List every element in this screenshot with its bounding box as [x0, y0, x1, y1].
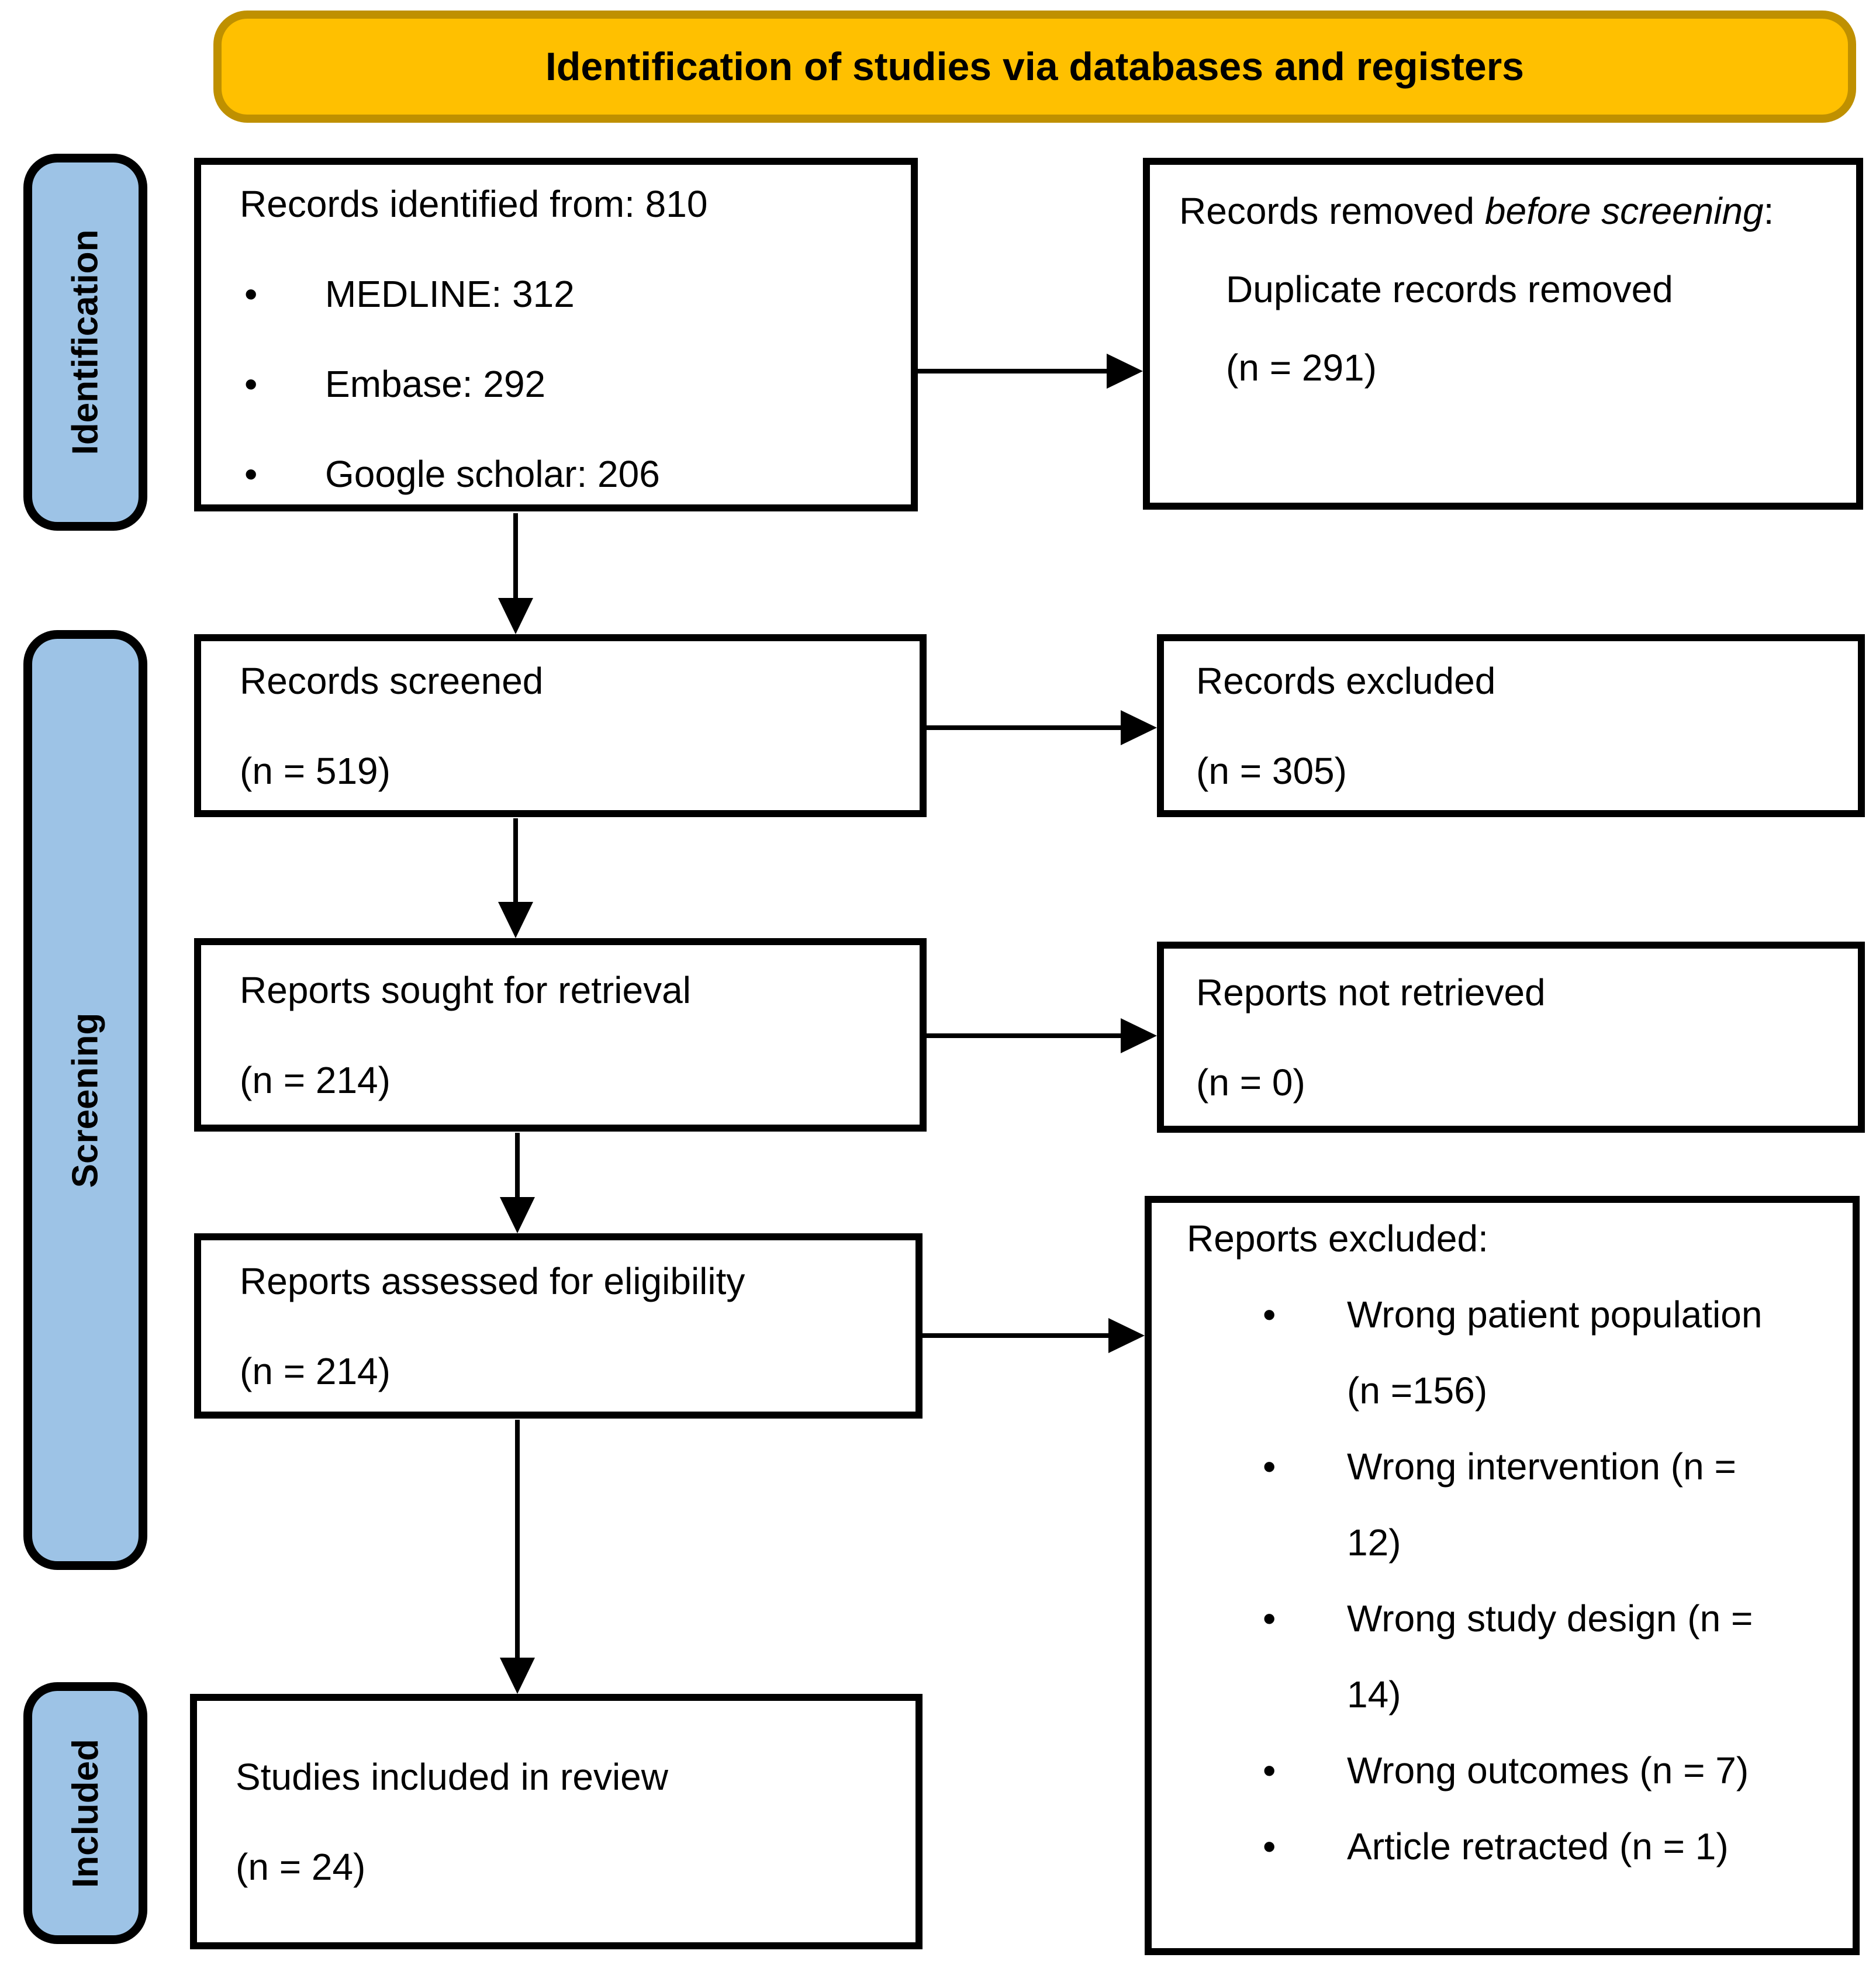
arrow-head-icon: [1121, 710, 1157, 745]
bullet-icon: •: [244, 453, 258, 495]
records-excluded-label: Records excluded: [1196, 659, 1496, 702]
reports-assessed-box: Reports assessed for eligibility (n = 21…: [194, 1233, 923, 1419]
stage-label-screening-text: Screening: [65, 1012, 106, 1188]
reports-excluded-item-wrong-outcomes: • Wrong outcomes (n = 7): [1187, 1749, 1847, 1792]
bullet-icon: •: [1263, 1445, 1276, 1488]
bullet-text: Wrong study design (n =: [1347, 1597, 1753, 1640]
records-identified-box: Records identified from: 810 • MEDLINE: …: [194, 158, 918, 511]
arrow-stem: [923, 1333, 1108, 1338]
studies-included-count: (n = 24): [236, 1845, 366, 1888]
reports-excluded-item-article-retracted: • Article retracted (n = 1): [1187, 1825, 1847, 1868]
arrow-head-icon: [500, 1197, 535, 1233]
reports-not-retrieved-count: (n = 0): [1196, 1061, 1305, 1104]
reports-sought-label: Reports sought for retrieval: [240, 969, 691, 1011]
records-removed-box: Records removed before screening: Duplic…: [1143, 158, 1863, 510]
bullet-icon: •: [1263, 1825, 1276, 1867]
records-identified-bullet-google-scholar: • Google scholar: 206: [240, 452, 905, 496]
reports-excluded-title: Reports excluded:: [1187, 1218, 1488, 1260]
reports-not-retrieved-box: Reports not retrieved (n = 0): [1157, 942, 1865, 1133]
arrow-stem: [513, 818, 518, 902]
reports-excluded-item-wrong-population-count: (n =156): [1347, 1369, 1488, 1412]
arrow-head-icon: [498, 598, 533, 634]
arrow-stem: [515, 1133, 520, 1197]
records-removed-count: (n = 291): [1226, 347, 1377, 389]
records-identified-bullet-medline: • MEDLINE: 312: [240, 272, 905, 316]
reports-excluded-item-wrong-design-count: 14): [1347, 1673, 1401, 1715]
bullet-icon: •: [1263, 1749, 1276, 1791]
stage-label-included: Included: [23, 1682, 147, 1944]
bullet-icon: •: [244, 273, 258, 315]
stage-label-identification: Identification: [23, 154, 147, 531]
arrow-stem: [918, 369, 1107, 373]
reports-excluded-item-wrong-intervention-count: 12): [1347, 1521, 1401, 1564]
bullet-text: Article retracted (n = 1): [1347, 1825, 1729, 1867]
bullet-text: Wrong intervention (n =: [1347, 1445, 1736, 1488]
records-removed-title-italic: before screening: [1484, 190, 1764, 232]
records-removed-duplicates: Duplicate records removed: [1226, 268, 1673, 310]
bullet-text: Google scholar: 206: [325, 453, 660, 495]
bullet-icon: •: [1263, 1293, 1276, 1336]
records-removed-title: Records removed before screening:: [1179, 189, 1850, 233]
records-excluded-box: Records excluded (n = 305): [1157, 634, 1865, 817]
records-identified-bullet-embase: • Embase: 292: [240, 362, 905, 406]
studies-included-label: Studies included in review: [236, 1755, 668, 1798]
records-identified-title: Records identified from: 810: [240, 183, 708, 225]
records-excluded-count: (n = 305): [1196, 749, 1347, 792]
reports-excluded-box: Reports excluded: • Wrong patient popula…: [1145, 1196, 1860, 1955]
bullet-text: Wrong patient population: [1347, 1293, 1763, 1336]
reports-sought-box: Reports sought for retrieval (n = 214): [194, 938, 927, 1132]
arrow-head-icon: [1107, 354, 1143, 389]
arrow-head-icon: [1108, 1318, 1145, 1353]
records-screened-box: Records screened (n = 519): [194, 634, 927, 817]
bullet-text: Wrong outcomes (n = 7): [1347, 1749, 1749, 1791]
bullet-icon: •: [244, 363, 258, 405]
reports-assessed-label: Reports assessed for eligibility: [240, 1260, 745, 1302]
arrow-stem: [515, 1420, 520, 1658]
arrow-stem: [927, 1033, 1121, 1038]
reports-excluded-item-wrong-population: • Wrong patient population: [1187, 1293, 1847, 1336]
reports-sought-count: (n = 214): [240, 1059, 391, 1101]
studies-included-box: Studies included in review (n = 24): [190, 1694, 923, 1949]
arrow-stem: [513, 513, 518, 599]
arrow-head-icon: [500, 1658, 535, 1694]
stage-label-screening: Screening: [23, 630, 147, 1570]
stage-label-included-text: Included: [65, 1738, 106, 1888]
records-screened-label: Records screened: [240, 659, 544, 702]
reports-excluded-item-wrong-design: • Wrong study design (n =: [1187, 1597, 1847, 1640]
records-screened-count: (n = 519): [240, 749, 391, 792]
stage-label-identification-text: Identification: [65, 229, 106, 455]
title-banner: Identification of studies via databases …: [213, 11, 1856, 123]
bullet-text: Embase: 292: [325, 363, 546, 405]
bullet-icon: •: [1263, 1597, 1276, 1640]
arrow-head-icon: [498, 902, 533, 938]
records-removed-title-pre: Records removed: [1179, 190, 1485, 232]
arrow-stem: [927, 725, 1121, 730]
bullet-text: MEDLINE: 312: [325, 273, 575, 315]
records-removed-title-post: :: [1763, 190, 1774, 232]
diagram-title: Identification of studies via databases …: [545, 44, 1525, 89]
reports-assessed-count: (n = 214): [240, 1350, 391, 1392]
reports-excluded-item-wrong-intervention: • Wrong intervention (n =: [1187, 1445, 1847, 1488]
arrow-head-icon: [1121, 1018, 1157, 1053]
reports-not-retrieved-label: Reports not retrieved: [1196, 971, 1546, 1014]
